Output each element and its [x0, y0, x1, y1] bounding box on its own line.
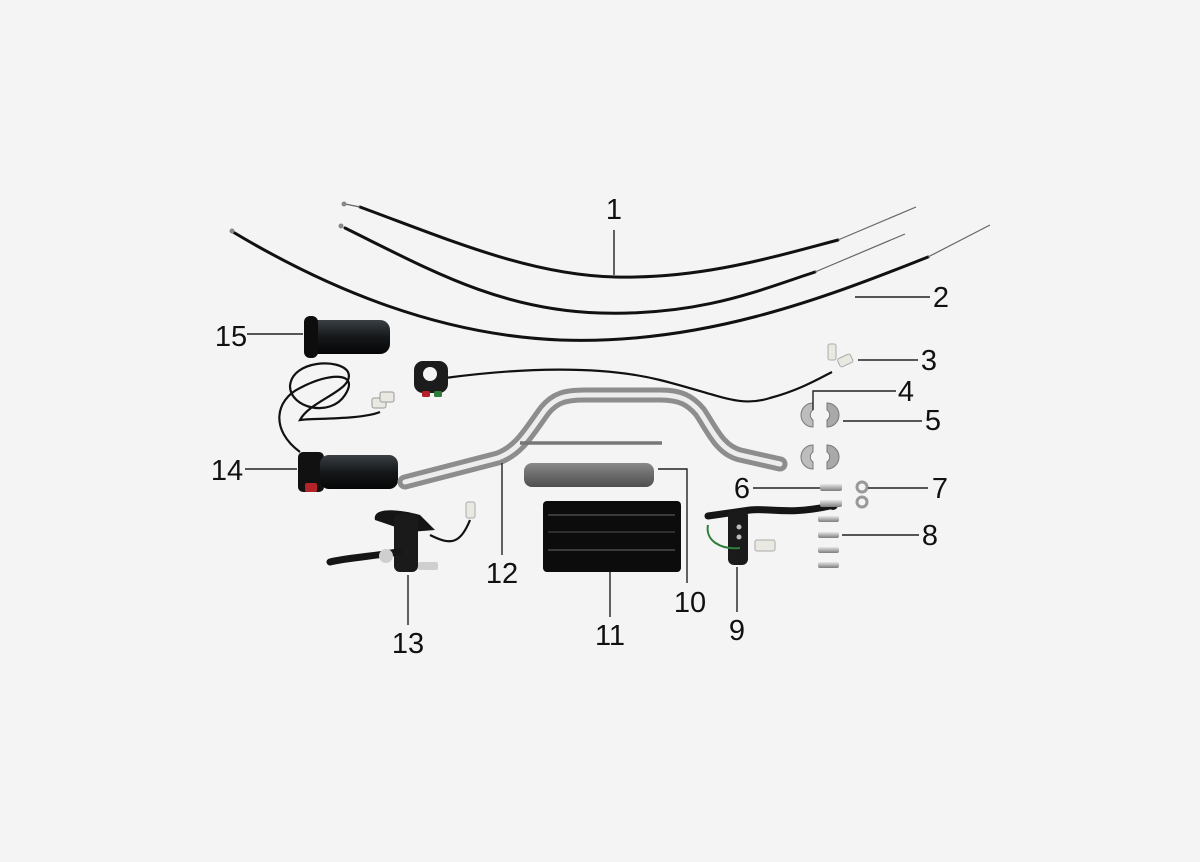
- callout-number: 6: [734, 473, 750, 505]
- callout-left-grip: 15: [215, 321, 303, 353]
- callout-switch-connector: 3: [858, 345, 937, 377]
- right-brake-lever: [704, 500, 838, 565]
- callout-number: 11: [595, 620, 625, 652]
- callout-number: 5: [925, 405, 941, 437]
- callout-nut: 7: [868, 473, 948, 505]
- callout-handlebar: 12: [486, 463, 518, 590]
- callout-number: 2: [933, 282, 949, 314]
- callout-number: 14: [211, 455, 243, 487]
- callout-number: 3: [921, 345, 937, 377]
- callout-number: 1: [606, 194, 622, 226]
- kill-switch: [414, 343, 854, 403]
- callout-clamp-lower: 5: [843, 405, 941, 437]
- callout-brake-cable: 2: [855, 282, 949, 314]
- callout-number: 15: [215, 321, 247, 353]
- callout-throttle-grip: 14: [211, 455, 297, 487]
- callout-number: 13: [392, 628, 424, 660]
- leader-line: [658, 468, 688, 583]
- callout-number: 4: [898, 376, 914, 408]
- leader-line: [812, 390, 896, 410]
- callout-throttle-cable: 1: [606, 194, 622, 275]
- pad-cover: [543, 501, 681, 572]
- callout-number: 8: [922, 520, 938, 552]
- callout-bolt-short: 8: [842, 520, 938, 552]
- cable-group: [229, 201, 991, 342]
- foam-pad: [524, 463, 654, 487]
- callout-number: 10: [674, 587, 706, 619]
- callout-handlebar-foam-pad: 10: [658, 468, 706, 619]
- callout-bolt-long: 6: [734, 473, 820, 505]
- callout-number: 9: [729, 615, 745, 647]
- callout-left-brake-lever: 13: [392, 575, 424, 660]
- callout-number: 12: [486, 558, 518, 590]
- callout-clamp-upper: 4: [812, 376, 914, 410]
- handlebar: [397, 387, 788, 490]
- callout-number: 7: [932, 473, 948, 505]
- throttle-grip: [278, 362, 398, 492]
- left-brake-lever: [326, 501, 476, 572]
- callout-right-brake-lever: 9: [729, 567, 745, 647]
- handlebar-clamps: [800, 402, 840, 470]
- left-grip: [304, 316, 390, 358]
- fasteners: [818, 480, 869, 568]
- callout-handlebar-pad-cover: 11: [595, 572, 625, 652]
